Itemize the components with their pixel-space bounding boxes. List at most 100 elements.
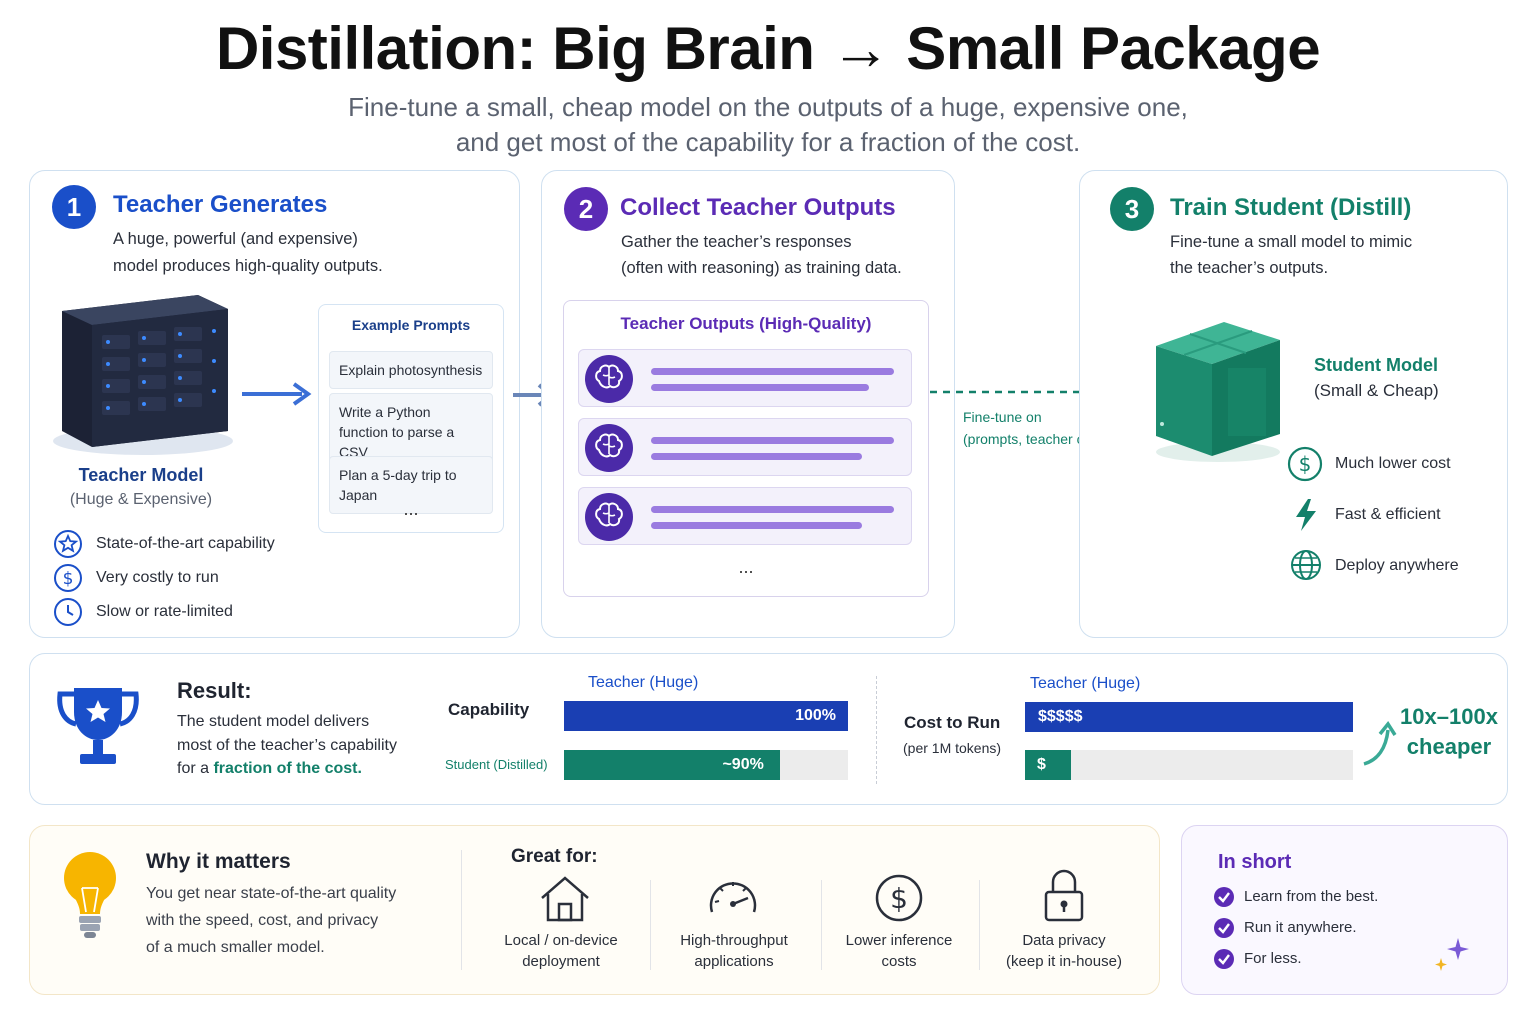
step1-number: 1 bbox=[52, 185, 96, 229]
output-line bbox=[651, 506, 894, 513]
star-badge-icon bbox=[54, 530, 82, 558]
result-line3: for a fraction of the cost. bbox=[177, 760, 362, 778]
gauge-icon bbox=[709, 882, 757, 913]
step1-desc-line2: model produces high-quality outputs. bbox=[113, 257, 383, 275]
capability-teacher-track: 100% bbox=[564, 701, 848, 731]
why-line2: with the speed, cost, and privacy bbox=[146, 912, 379, 929]
capability-student-track: ~90% bbox=[564, 750, 848, 780]
prompt-item: Plan a 5-day trip to Japan bbox=[329, 456, 493, 514]
divider bbox=[650, 880, 651, 970]
sparkle-icon bbox=[1435, 938, 1469, 971]
curved-arrow-icon bbox=[1363, 720, 1397, 766]
svg-text:$: $ bbox=[1299, 452, 1312, 476]
teacher-model-name: Teacher Model bbox=[78, 465, 204, 485]
step3-title: Train Student (Distill) bbox=[1170, 194, 1412, 221]
coin-icon: $ bbox=[875, 874, 923, 922]
brain-icon bbox=[585, 493, 633, 541]
result-title: Result: bbox=[177, 678, 252, 703]
globe-icon bbox=[1291, 550, 1321, 580]
why-line3: of a much smaller model. bbox=[146, 939, 325, 956]
student-model-sub: (Small & Cheap) bbox=[1314, 381, 1439, 400]
feature-label: Slow or rate-limited bbox=[96, 603, 233, 620]
step2-desc-line2: (often with reasoning) as training data. bbox=[621, 259, 902, 277]
output-line bbox=[651, 453, 862, 460]
svg-text:$: $ bbox=[63, 569, 74, 589]
step2-number: 2 bbox=[564, 187, 608, 231]
example-prompts-box: Example Prompts Explain photosynthesis W… bbox=[318, 304, 504, 533]
step1-card: 1 Teacher Generates A huge, powerful (an… bbox=[29, 170, 520, 638]
in-short-panel: In short Learn from the best. Run it any… bbox=[1181, 825, 1508, 995]
teacher-outputs-box: Teacher Outputs (High-Quality) ... bbox=[563, 300, 929, 597]
capability-teacher-value: 100% bbox=[795, 707, 836, 724]
feature-label: State-of-the-art capability bbox=[96, 535, 275, 552]
capability-student-value: ~90% bbox=[722, 756, 764, 773]
savings-line1: 10x–100x bbox=[1400, 704, 1498, 729]
great-for-label: Local / on-device deployment bbox=[486, 930, 636, 972]
capability-student-bar: ~90% bbox=[564, 750, 780, 780]
page-subtitle-line1: Fine-tune a small, cheap model on the ou… bbox=[348, 92, 1188, 122]
great-for-label: High-throughput applications bbox=[659, 930, 809, 972]
great-for-line: deployment bbox=[522, 953, 600, 970]
why-line1: You get near state-of-the-art quality bbox=[146, 885, 397, 902]
check-circle-icon bbox=[1214, 918, 1234, 938]
capability-teacher-label: Teacher (Huge) bbox=[588, 674, 699, 691]
svg-text:$: $ bbox=[890, 882, 908, 915]
cost-teacher-bar: $$$$$ bbox=[1025, 702, 1353, 732]
feature-label: Fast & efficient bbox=[1335, 506, 1441, 523]
capability-teacher-bar: 100% bbox=[564, 701, 848, 731]
divider bbox=[461, 850, 462, 970]
divider bbox=[821, 880, 822, 970]
result-divider bbox=[876, 676, 877, 784]
prompt-item: Explain photosynthesis bbox=[329, 351, 493, 389]
great-for-line: High-throughput bbox=[680, 932, 788, 949]
teacher-outputs-title: Teacher Outputs (High-Quality) bbox=[620, 314, 872, 333]
page-subtitle-line2: and get most of the capability for a fra… bbox=[455, 127, 1081, 157]
output-row bbox=[578, 349, 912, 407]
brain-icon bbox=[585, 355, 633, 403]
in-short-item: For less. bbox=[1244, 950, 1302, 967]
output-row bbox=[578, 487, 912, 545]
outputs-more-ellipsis: ... bbox=[738, 557, 754, 577]
teacher-model-sub: (Huge & Expensive) bbox=[69, 491, 213, 508]
cost-student-value: $ bbox=[1037, 756, 1046, 773]
in-short-title: In short bbox=[1218, 851, 1292, 873]
output-line bbox=[651, 384, 869, 391]
great-for-label: Data privacy (keep it in-house) bbox=[989, 930, 1139, 972]
clock-icon bbox=[54, 598, 82, 626]
why-title: Why it matters bbox=[146, 850, 291, 873]
step2-desc-line1: Gather the teacher’s responses bbox=[621, 233, 852, 251]
divider bbox=[979, 880, 980, 970]
feature-label: Much lower cost bbox=[1335, 455, 1451, 472]
output-line bbox=[651, 368, 894, 375]
lightbulb-icon bbox=[64, 852, 116, 938]
step2-title: Collect Teacher Outputs bbox=[620, 194, 896, 221]
cost-student-track: $ bbox=[1025, 750, 1353, 780]
result-line2: most of the teacher’s capability bbox=[177, 737, 397, 754]
step3-desc-line2: the teacher’s outputs. bbox=[1170, 259, 1329, 277]
page-title: Distillation: Big Brain → Small Package bbox=[215, 15, 1321, 82]
prompts-more-ellipsis: ... bbox=[403, 499, 419, 519]
feature-label: Deploy anywhere bbox=[1335, 557, 1459, 574]
check-circle-icon bbox=[1214, 887, 1234, 907]
trophy-icon bbox=[57, 688, 139, 764]
lightning-icon bbox=[1296, 499, 1316, 531]
cost-sublabel: (per 1M tokens) bbox=[903, 740, 1002, 756]
result-panel: Result: The student model delivers most … bbox=[29, 653, 1508, 805]
lock-icon bbox=[1044, 869, 1084, 922]
savings-line2: cheaper bbox=[1406, 734, 1492, 759]
arrow-right-icon bbox=[242, 382, 312, 406]
feature-label: Very costly to run bbox=[96, 569, 219, 586]
cost-teacher-label: Teacher (Huge) bbox=[1030, 675, 1141, 692]
great-for-line: Lower inference bbox=[845, 932, 953, 949]
great-for-line: costs bbox=[881, 953, 917, 970]
server-rack-icon bbox=[53, 295, 233, 455]
dollar-icon: $ bbox=[1287, 446, 1323, 482]
cost-label: Cost to Run bbox=[904, 713, 1001, 732]
in-short-item: Learn from the best. bbox=[1244, 888, 1379, 905]
great-for-title: Great for: bbox=[511, 846, 598, 867]
example-prompts-title: Example Prompts bbox=[351, 317, 471, 333]
output-line bbox=[651, 522, 862, 529]
great-for-line: Local / on-device bbox=[504, 932, 618, 949]
step3-number: 3 bbox=[1110, 187, 1154, 231]
step3-card: 3 Train Student (Distill) Fine-tune a sm… bbox=[1079, 170, 1508, 638]
